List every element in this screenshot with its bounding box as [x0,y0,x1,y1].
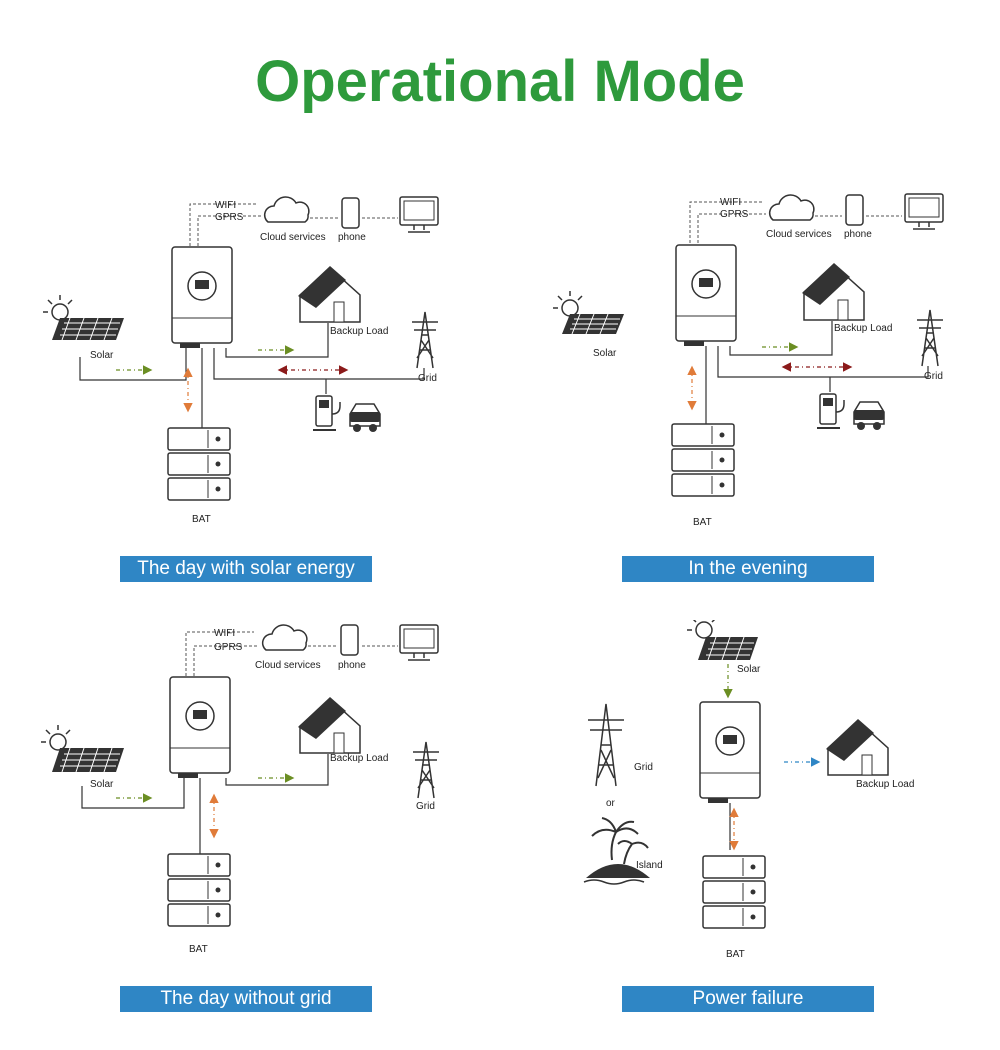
electric-car-icon [853,401,885,430]
island-label: Island [636,860,663,871]
grid-label: Grid [634,762,653,773]
bat-label: BAT [693,517,712,528]
backup-load-house-icon [826,719,889,776]
battery-stack-icon [671,423,735,497]
solar-panel-icon [553,291,624,335]
monitor-icon [399,196,439,233]
cloud-icon [261,624,308,651]
grid-tower-icon [917,309,943,367]
page-title: Operational Mode [255,49,745,114]
phone-icon [340,624,359,656]
monitor-icon [399,624,439,661]
cloud-icon [768,194,815,221]
ev-charger-icon [817,393,845,429]
grid-tower-icon [412,311,438,369]
grid-label: Grid [418,373,437,384]
wifi-label: WIFI [720,197,741,208]
cloud-icon [263,196,310,223]
inverter-icon [169,676,231,778]
battery-stack-icon [702,855,766,929]
grid-tower-icon [588,703,624,787]
backup-load-label: Backup Load [330,326,388,337]
gprs-label: GPRS [215,212,244,223]
backup-load-house-icon [298,266,361,323]
grid-label: Grid [416,801,435,812]
ev-charger-icon [313,395,341,431]
inverter-icon [675,244,737,346]
backup-load-house-icon [802,263,865,321]
wifi-label: WIFI [214,628,235,639]
battery-stack-icon [167,853,231,927]
solar-panel-icon [43,295,124,341]
phone-label: phone [338,232,366,243]
diagram-day-solar: WIFI GPRS Cloud services phone [43,196,439,525]
bat-label: BAT [192,514,211,525]
panel-day-solar: WIFI GPRS Cloud services phone [0,190,500,620]
bat-label: BAT [189,944,208,955]
solar-label: Solar [737,664,761,675]
or-label: or [606,798,616,809]
inverter-icon [699,701,761,803]
solar-label: Solar [593,348,617,359]
diagram-evening: WIFI GPRS Cloud services phone Solar [553,193,944,528]
solar-label: Solar [90,779,114,790]
solar-panel-icon [41,725,124,773]
phone-icon [845,194,864,226]
wifi-label: WIFI [215,200,236,211]
phone-label: phone [338,660,366,671]
phone-label: phone [844,229,872,240]
gprs-label: GPRS [214,642,243,653]
backup-load-house-icon [298,697,361,754]
backup-load-label: Backup Load [834,323,892,334]
panel-caption-day-solar: The day with solar energy [120,556,372,582]
panel-caption-evening: In the evening [622,556,874,582]
diagram-power-failure: Solar Backup Load Grid or Island [583,613,914,960]
gprs-label: GPRS [720,209,749,220]
electric-car-icon [349,403,381,432]
grid-label: Grid [924,371,943,382]
panel-evening: WIFI GPRS Cloud services phone Solar [500,190,1000,620]
cloud-label: Cloud services [255,660,321,671]
battery-stack-icon [167,427,231,501]
panel-caption-power-failure: Power failure [622,986,874,1012]
grid-tower-icon [413,741,439,799]
backup-load-label: Backup Load [856,779,914,790]
solar-label: Solar [90,350,114,361]
panel-power-failure: Solar Backup Load Grid or Island [500,613,1000,1050]
cloud-label: Cloud services [260,232,326,243]
diagram-day-without-grid: WIFI GPRS Cloud services phone Solar [41,624,439,955]
inverter-icon [171,246,233,348]
cloud-label: Cloud services [766,229,832,240]
bat-label: BAT [726,949,745,960]
solar-panel-icon [687,613,758,661]
island-icon [583,817,650,885]
monitor-icon [904,193,944,230]
panel-caption-day-without-grid: The day without grid [120,986,372,1012]
panel-day-without-grid: WIFI GPRS Cloud services phone Solar [0,620,500,1050]
phone-icon [341,197,360,229]
backup-load-label: Backup Load [330,753,388,764]
